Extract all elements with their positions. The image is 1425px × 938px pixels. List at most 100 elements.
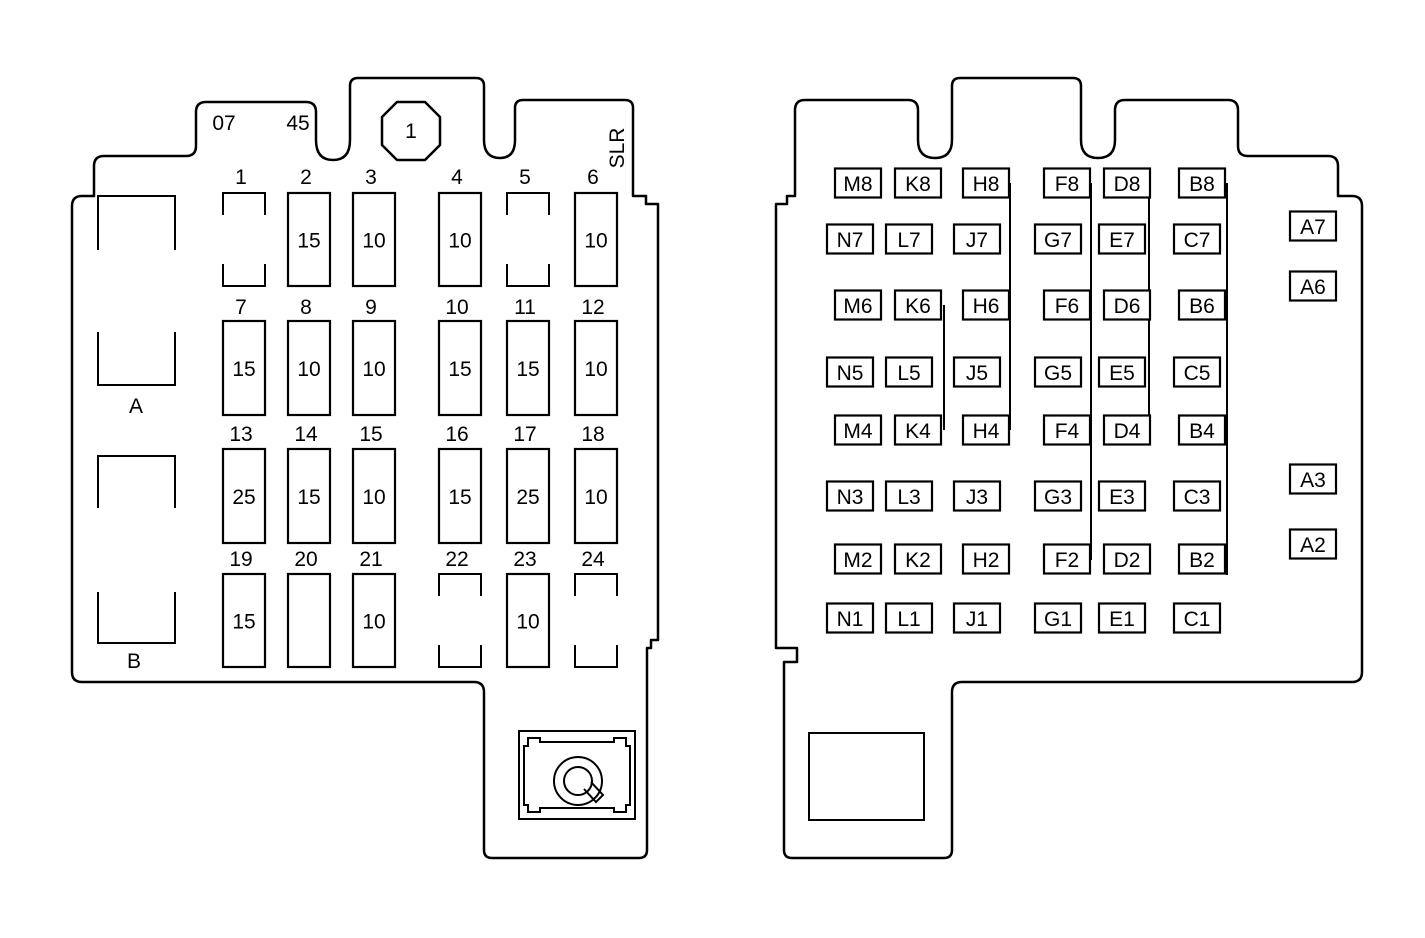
- fuse-body: [351, 447, 397, 545]
- fuse-number: 11: [514, 296, 536, 319]
- terminal-label: A2: [1300, 534, 1326, 557]
- terminal-label: H8: [973, 173, 1000, 196]
- terminal-label: C5: [1184, 362, 1211, 385]
- terminal-label: F4: [1055, 420, 1080, 443]
- terminal-label: K2: [905, 549, 931, 572]
- fuse-body: [221, 319, 267, 417]
- terminal-b2: B2: [1177, 543, 1227, 575]
- fuse-slot-9: 910: [351, 296, 397, 417]
- terminal-label: K6: [905, 295, 931, 318]
- terminal-k4: K4: [893, 414, 943, 446]
- terminal-box: [884, 223, 934, 255]
- terminal-box: [1177, 414, 1227, 446]
- fuse-body: [221, 447, 267, 545]
- fuse-body: [437, 319, 483, 417]
- terminal-label: A6: [1300, 276, 1326, 299]
- fuse-number: 12: [581, 296, 604, 319]
- terminal-box: [1033, 480, 1083, 512]
- fuse-number: 10: [445, 296, 468, 319]
- fuse-amperage: 15: [448, 358, 471, 381]
- terminal-label: E1: [1109, 608, 1135, 631]
- fuse-body: [505, 447, 551, 545]
- terminal-label: G3: [1044, 486, 1072, 509]
- fuse-number: 4: [451, 166, 463, 189]
- terminal-box: [952, 602, 1002, 634]
- terminal-box: [1172, 480, 1222, 512]
- fuse-number: 17: [513, 423, 536, 446]
- terminal-box: [1033, 602, 1083, 634]
- terminal-box: [961, 167, 1011, 199]
- terminal-h6: H6: [961, 289, 1011, 321]
- terminal-m6: M6: [833, 289, 883, 321]
- terminal-h2: H2: [961, 543, 1011, 575]
- terminal-label: L3: [897, 486, 920, 509]
- terminal-label: D8: [1114, 173, 1141, 196]
- terminal-c7: C7: [1172, 223, 1222, 255]
- terminal-box: [1177, 167, 1227, 199]
- terminal-label: J5: [966, 362, 988, 385]
- terminal-label: L5: [897, 362, 920, 385]
- fuse-body: [221, 572, 267, 669]
- fuse-number: 16: [445, 423, 468, 446]
- terminal-box: [1042, 167, 1092, 199]
- fuse-slot-20: 20: [286, 548, 332, 669]
- terminal-f4: F4: [1042, 414, 1092, 446]
- fuse-body: [437, 447, 483, 545]
- fuse-number: 21: [359, 548, 382, 571]
- terminal-label: B2: [1189, 549, 1215, 572]
- terminal-box: [1097, 602, 1147, 634]
- fuse-body: [573, 447, 619, 545]
- terminal-box: [961, 289, 1011, 321]
- terminal-box: [1172, 356, 1222, 388]
- terminal-h4: H4: [961, 414, 1011, 446]
- terminal-label: J3: [966, 486, 988, 509]
- relay-label-b: B: [127, 650, 141, 673]
- terminal-label: F6: [1055, 295, 1080, 318]
- terminal-label: K8: [905, 173, 931, 196]
- terminal-a6: A6: [1288, 270, 1338, 302]
- fuse-number: 22: [445, 548, 468, 571]
- terminal-box: [884, 602, 934, 634]
- fuse-body: [286, 572, 332, 669]
- terminal-box: [825, 356, 875, 388]
- terminal-d4: D4: [1102, 414, 1152, 446]
- terminal-box: [1172, 602, 1222, 634]
- octagon-marker: [380, 100, 442, 162]
- terminal-e5: E5: [1097, 356, 1147, 388]
- fuse-slot-24: 24: [574, 548, 618, 668]
- terminal-box: [833, 289, 883, 321]
- fuse-body: [286, 447, 332, 545]
- terminal-j3: J3: [952, 480, 1002, 512]
- terminal-label: C3: [1184, 486, 1211, 509]
- terminal-f6: F6: [1042, 289, 1092, 321]
- terminal-box: [825, 223, 875, 255]
- fuse-number: 8: [300, 296, 312, 319]
- fuse-amperage: 10: [516, 611, 539, 634]
- fuse-amperage: 10: [362, 611, 385, 634]
- terminal-box: [884, 356, 934, 388]
- terminal-box: [952, 480, 1002, 512]
- terminal-box: [952, 223, 1002, 255]
- fuse-number: 19: [229, 548, 252, 571]
- fuse-slot-21: 21 10: [351, 548, 397, 669]
- fuse-amperage: 10: [584, 230, 607, 253]
- fuse-body: [286, 319, 332, 417]
- terminal-label: N5: [837, 362, 864, 385]
- terminal-label: E7: [1109, 229, 1135, 252]
- terminal-label: G7: [1044, 229, 1072, 252]
- fuse-slot-5: 5: [506, 166, 550, 287]
- terminal-label: M2: [843, 549, 872, 572]
- terminal-box: [1177, 543, 1227, 575]
- terminal-label: D2: [1114, 549, 1141, 572]
- terminal-box: [893, 414, 943, 446]
- terminal-j1: J1: [952, 602, 1002, 634]
- terminal-label: G5: [1044, 362, 1072, 385]
- terminal-c1: C1: [1172, 602, 1222, 634]
- fuse-slot-3: 310: [351, 166, 397, 288]
- terminal-box: [1172, 223, 1222, 255]
